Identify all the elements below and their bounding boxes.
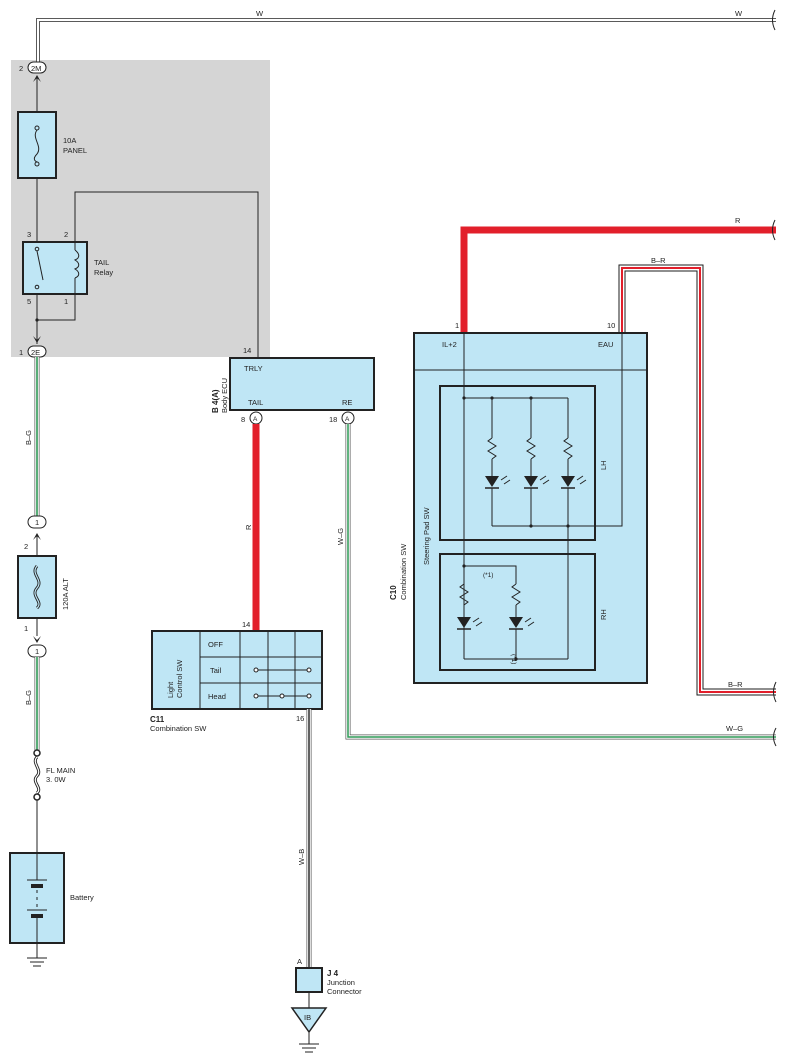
wire-label-bg-upper: B–G [24, 430, 33, 445]
wire-label-br-right: B–R [728, 680, 743, 689]
c11-pin-out: 16 [296, 714, 304, 723]
ecu-name: Body ECU [220, 378, 229, 413]
wire-wg: W–G W–G [336, 424, 777, 747]
connector-2e-label: 2E [31, 348, 40, 357]
wire-r-tail: R [244, 424, 260, 631]
connector-2m: 2 2M [19, 61, 47, 82]
wire-r-top: R [460, 216, 776, 333]
junction-1b-label: 1 [35, 647, 39, 656]
fuse-alt: 120A ALT 1 [17, 555, 70, 643]
relay-name2: Relay [94, 268, 113, 277]
wire-bg-lower: B–G [24, 657, 40, 750]
ecu-tail-conn: A [253, 416, 258, 423]
c11-side-label-1: Light [166, 681, 175, 698]
c11-tail: Tail [210, 666, 222, 675]
c10-id: C10 [389, 585, 398, 600]
ecu-tail: TAIL [248, 398, 263, 407]
led-rh-1 [457, 583, 483, 630]
led-lh-3 [561, 398, 587, 659]
junction-1a-label: 1 [35, 518, 39, 527]
ecu-id: B 4(A) [211, 389, 220, 413]
c10-il2: IL+2 [442, 340, 457, 349]
wire-label-w-left: W [256, 9, 264, 18]
body-ecu: 14 TRLY TAIL RE B 4(A) Body ECU 8 A 18 A [211, 346, 375, 425]
fuse-panel-name: PANEL [63, 146, 87, 155]
wire-label-r-top: R [735, 216, 741, 225]
led-lh-1 [485, 398, 511, 526]
relay-pin-2: 2 [64, 230, 68, 239]
ecu-tail-pin: 8 [241, 415, 245, 424]
connector-2e: 1 2E [19, 336, 47, 358]
fl-main: FL MAIN 3. 0W [33, 749, 75, 853]
relay-pin-1: 1 [64, 297, 68, 306]
wire-label-wb: W–B [297, 849, 306, 865]
ecu-trly-pin: 14 [243, 346, 251, 355]
j4-ground-ib: IB [304, 1013, 311, 1022]
fuse-panel-rating: 10A [63, 136, 76, 145]
fl-main-line1: FL MAIN [46, 766, 75, 775]
fuse-panel: 10A PANEL [17, 78, 87, 242]
led-rh-2 [509, 583, 535, 659]
c11-id: C11 [150, 715, 165, 724]
c10-il2-pin: 1 [455, 321, 459, 330]
wire-bg-upper: B–G [24, 357, 40, 516]
junction-1a: 1 2 [24, 515, 47, 556]
c10-note-bottom: (*1) [510, 654, 517, 664]
fuse-alt-pin-top: 2 [24, 542, 28, 551]
c11-pin-in: 14 [242, 620, 250, 629]
tail-relay: 3 2 5 1 TAIL Relay [22, 191, 259, 360]
wire-label-w-right: W [735, 9, 743, 18]
c10-eau: EAU [598, 340, 613, 349]
c10-rh: RH [599, 609, 608, 620]
connector-2e-pin: 1 [19, 348, 23, 357]
j4-name2: Connector [327, 987, 362, 996]
c10-sub: Steering Pad SW [422, 507, 431, 565]
fuse-alt-label: 120A ALT [61, 578, 70, 610]
c10-name: Combination SW [399, 543, 408, 600]
battery: Battery [9, 852, 94, 967]
c11-off: OFF [208, 640, 223, 649]
ecu-trly: TRLY [244, 364, 263, 373]
relay-pin-5: 5 [27, 297, 31, 306]
relay-pin-3: 3 [27, 230, 31, 239]
j4-pin: A [297, 957, 302, 966]
fl-main-line2: 3. 0W [46, 775, 67, 784]
wire-w: W W [36, 9, 776, 62]
connector-2m-label: 2M [31, 64, 41, 73]
ecu-re: RE [342, 398, 352, 407]
led-lh-2 [524, 398, 550, 526]
wire-label-wg-right: W–G [726, 724, 743, 733]
junction-connector-j4: A J 4 Junction Connector IB [290, 957, 362, 1053]
wire-wb: W–B [297, 709, 312, 968]
wire-label-bg-lower: B–G [24, 690, 33, 705]
c11-side-label-2: Control SW [175, 659, 184, 698]
relay-name: TAIL [94, 258, 109, 267]
c10-note-top: (*1) [483, 572, 493, 579]
wire-label-wg-mid: W–G [336, 528, 345, 545]
ecu-re-conn: A [345, 416, 350, 423]
wire-br: B–R B–R [618, 256, 777, 703]
ecu-re-pin: 18 [329, 415, 337, 424]
c11-head: Head [208, 692, 226, 701]
wire-label-r-mid: R [244, 524, 253, 530]
wire-label-br-top: B–R [651, 256, 666, 265]
combination-sw-c11: 14 Light Control SW OFF Tail Head C11 Co… [150, 620, 323, 733]
relay-block-panel [11, 60, 270, 357]
battery-label: Battery [70, 893, 94, 902]
connector-2m-pin: 2 [19, 64, 23, 73]
c11-name: Combination SW [150, 724, 207, 733]
combination-sw-c10: 1 10 IL+2 EAU C10 Combination SW Steerin… [389, 321, 648, 684]
j4-name1: Junction [327, 978, 355, 987]
junction-1b: 1 [27, 644, 47, 658]
j4-id: J 4 [327, 969, 339, 978]
c10-eau-pin: 10 [607, 321, 615, 330]
fuse-alt-pin-bottom: 1 [24, 624, 28, 633]
c10-lh: LH [599, 460, 608, 470]
